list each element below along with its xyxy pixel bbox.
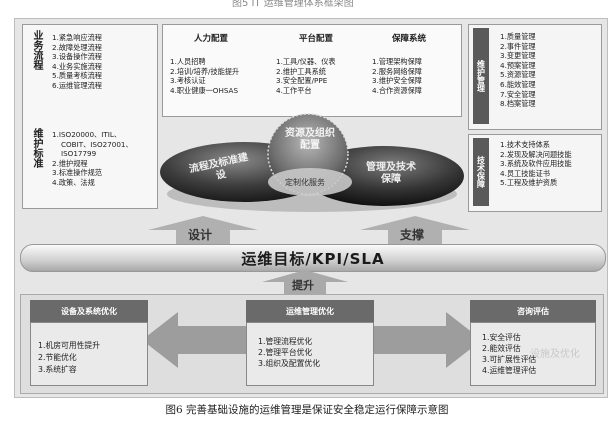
platform-config-list: 1.工具/仪器、仪表 2.维护工具系统 3.安全配置/PPE 4.工作平台 <box>276 57 336 95</box>
list-item: 4.工作平台 <box>276 85 312 95</box>
list-item: 4.政策、法规 <box>52 177 95 187</box>
hr-config-list: 1.人员招聘 2.培训/培养/技能提升 3.考核认证 4.职业健康一OHSAS <box>170 57 239 95</box>
consulting-assessment-box <box>470 322 596 386</box>
list-item: 4.职业健康一OHSAS <box>170 85 239 95</box>
list-item: COBIT、ISO27001、 <box>61 139 133 149</box>
list-item: 2.培训/培养/技能提升 <box>170 66 240 76</box>
maintenance-management-label: 维护管理 <box>473 28 489 124</box>
list-item: 5.质量考核流程 <box>52 71 102 81</box>
list-item: 3.标准操作规范 <box>52 168 102 178</box>
list-item: 2.管理平台优化 <box>258 348 313 357</box>
maintenance-standard-label: 维护标准 <box>31 128 42 168</box>
list-item: 6.能效管理 <box>500 79 536 89</box>
list-item: 2.故障处理流程 <box>52 42 102 52</box>
list-item: 7.安全管理 <box>500 89 536 99</box>
list-item: 5.工程及维护资质 <box>500 178 558 188</box>
list-item: 3.设备操作流程 <box>52 52 102 62</box>
figure-caption: 图6 完善基础设施的运维管理是保证安全稳定运行保障示意图 <box>165 404 449 416</box>
maintenance-standard-list: 1.ISO20000、ITIL、 COBIT、ISO27001、 ISO1779… <box>52 130 133 188</box>
list-item: 1.机房可用性提升 <box>38 341 101 350</box>
list-item: 3.变更管理 <box>500 51 536 61</box>
three-pillar-ellipses <box>160 113 464 212</box>
list-item: 3.组织及配置优化 <box>258 359 321 368</box>
list-item: 2.维护规程 <box>52 158 88 168</box>
device-system-optimization-heading: 设备及系统优化 <box>30 300 148 322</box>
list-item: 6.运维管理流程 <box>52 80 102 90</box>
right-panel-maintenance <box>468 24 602 130</box>
design-arrow <box>148 216 258 244</box>
list-item: 1.技术支持体系 <box>500 140 550 149</box>
business-process-list: 1.紧急响应流程 2.故障处理流程 3.设备操作流程 4.业务实施流程 5.质量… <box>52 33 102 91</box>
support-arrow <box>360 216 470 244</box>
device-system-optimization-list: 1.机房可用性提升 2.节能优化 3.系统扩容 <box>38 340 100 376</box>
center-ellipse <box>268 168 352 196</box>
list-item: 1.质量管理 <box>500 32 536 41</box>
list-item: ISO17799 <box>61 149 97 159</box>
list-item: 4.业务实施流程 <box>52 61 102 71</box>
business-process-label: 业务流程 <box>31 30 42 70</box>
list-item: 2.发现及解决问题技能 <box>500 149 572 159</box>
list-item: 1.管理架构保障 <box>372 57 422 66</box>
top-title: 图5 IT 运维管理体系框架图 <box>232 0 354 9</box>
ellipse-label-top: 资源及组织配置 <box>285 128 335 151</box>
watermark-text: 设施及优化 <box>530 349 580 360</box>
kpi-bar: 运维目标/KPI/SLA <box>20 244 606 272</box>
ellipse-label-center: 定制化服务 <box>285 178 325 187</box>
list-item: 4.合作资源保障 <box>372 85 422 95</box>
ops-management-optimization-box <box>246 322 374 386</box>
list-item: 1.工具/仪器、仪表 <box>276 57 336 66</box>
list-item: 8.档案管理 <box>500 99 536 109</box>
list-item: 4.运维管理评估 <box>482 366 537 375</box>
list-item: 4.员工技能证书 <box>500 168 550 178</box>
list-item: 3.系统扩容 <box>38 365 77 374</box>
list-item: 3.安全配置/PPE <box>276 76 328 86</box>
maintenance-management-list: 1.质量管理 2.事件管理 3.变更管理 4.预案管理 5.资源管理 6.能效管… <box>500 32 536 109</box>
right-panel-tech <box>468 134 602 212</box>
device-system-optimization-box <box>30 322 148 386</box>
list-item: 1.管理流程优化 <box>258 337 313 346</box>
improve-arrow <box>262 270 348 294</box>
list-item: 2.事件管理 <box>500 41 536 51</box>
list-item: 2.节能优化 <box>38 353 77 362</box>
list-item: 4.预案管理 <box>500 60 536 70</box>
consulting-assessment-heading: 咨询评估 <box>470 300 596 322</box>
consulting-assessment-list: 1.安全评估 2.能效评估 3.可扩展性评估 4.运维管理评估 <box>482 332 536 376</box>
list-item: 3.系统及软件应用技能 <box>500 159 572 169</box>
list-item: 5.资源管理 <box>500 70 536 80</box>
ellipse-label-right: 管理及技术保障 <box>366 162 416 185</box>
list-item: 2.维护工具系统 <box>276 66 326 76</box>
ops-management-optimization-list: 1.管理流程优化 2.管理平台优化 3.组织及配置优化 <box>258 336 320 369</box>
tech-assurance-list: 1.技术支持体系 2.发现及解决问题技能 3.系统及软件应用技能 4.员工技能证… <box>500 140 572 188</box>
list-item: 3.可扩展性评估 <box>482 355 537 364</box>
ops-management-optimization-heading: 运维管理优化 <box>246 300 374 322</box>
list-item: 3.维护安全保障 <box>372 76 422 86</box>
assurance-system-list: 1.管理架构保障 2.服务网络保障 3.维护安全保障 4.合作资源保障 <box>372 57 422 95</box>
list-item: 3.考核认证 <box>170 76 206 86</box>
support-arrow-label: 支撑 <box>400 228 425 242</box>
hr-config-heading: 人力配置 <box>194 34 229 44</box>
list-item: 1.安全评估 <box>482 333 521 342</box>
list-item: 1.人员招聘 <box>170 57 206 66</box>
list-item: 2.服务网络保障 <box>372 66 422 76</box>
list-item: 1.ISO20000、ITIL、 <box>52 130 122 139</box>
design-arrow-label: 设计 <box>188 228 213 242</box>
improve-arrow-label: 提升 <box>292 279 314 292</box>
assurance-system-heading: 保障系统 <box>392 34 427 44</box>
list-item: 2.能效评估 <box>482 344 521 353</box>
tech-assurance-label: 技术保障 <box>473 138 489 206</box>
kpi-bar-label: 运维目标/KPI/SLA <box>241 249 385 268</box>
left-panel <box>22 24 158 209</box>
list-item: 1.紧急响应流程 <box>52 33 102 42</box>
platform-config-heading: 平台配置 <box>299 34 334 44</box>
